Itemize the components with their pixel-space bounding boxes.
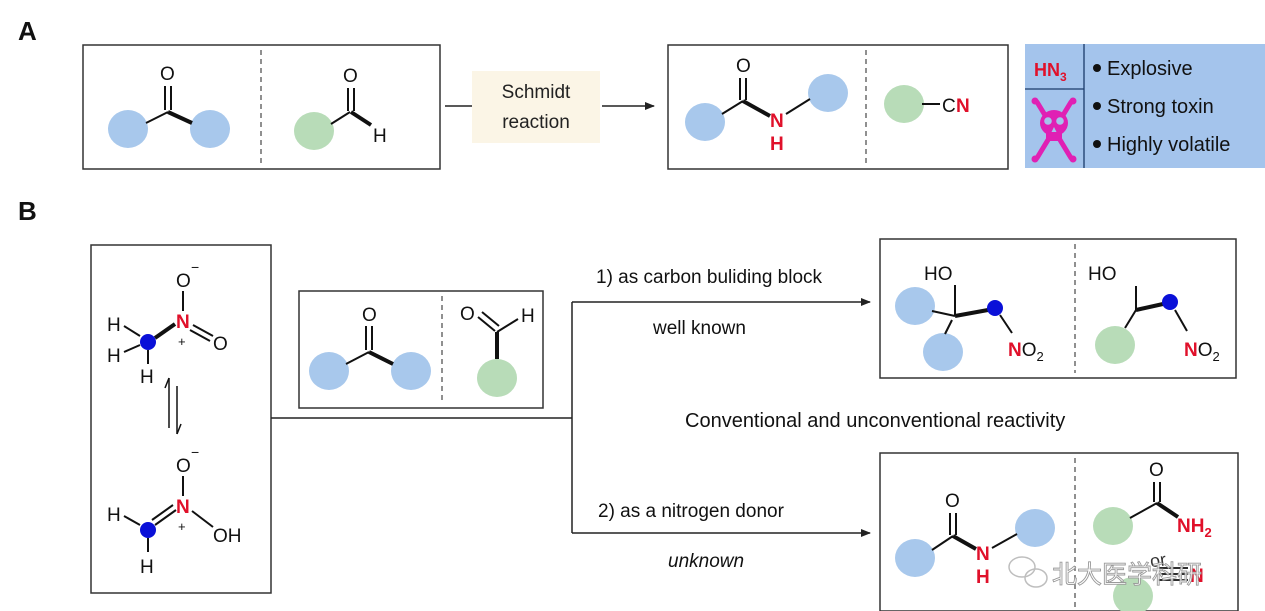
nitro-oxygen-right: O [213,334,228,355]
nd-amide-hydrogen: H [976,567,990,588]
hazard-item-highly-volatile: Highly volatile [1107,134,1230,156]
b-aldehyde-structure: O H [460,304,535,397]
hn3-label: HN3 [1034,60,1067,84]
b-blue-substituent-right [391,352,431,390]
middle-caption: Conventional and unconventional reactivi… [685,410,1065,432]
hazard-item-explosive: Explosive [1107,58,1193,80]
panel-label-a: A [18,16,37,46]
nd-amide-structure: O N H [895,491,1055,588]
nd-primary-oxygen: O [1149,460,1164,481]
b-ketone-oxygen: O [362,305,377,326]
nitro-o-minus-top: O [176,271,191,292]
panel-label-b: B [18,196,37,226]
nd-nitrile-structure: N [1113,566,1204,611]
route1-label: 1) as carbon buliding block [596,267,823,288]
aci-nitro-structure: O − N + OH H H [107,444,242,578]
aldehyde-structure: O H [294,66,387,150]
henry1-hydroxyl: HO [924,264,953,285]
nitromethane-carbon [140,334,156,350]
b-green-substituent [477,359,517,397]
hn3-hazard-panel: HN3 Explosive Strong toxin Highly volati… [1025,44,1265,168]
b-aldehyde-hydrogen: H [521,306,535,327]
ketone-structure: O [108,64,230,148]
henry2-hydroxyl: HO [1088,264,1117,285]
henry2-carbon [1162,294,1178,310]
blue-substituent-amide-right [808,74,848,112]
panel-a-products-box [667,44,1009,170]
nitro-plus-sign: + [178,334,186,349]
henry1-carbon [987,300,1003,316]
blue-substituent-ketone-right [190,110,230,148]
amide-hydrogen: H [770,134,784,155]
b-blue-substituent-left [309,352,349,390]
route2-note: unknown [668,551,744,572]
nitrile-nitrogen: N [956,96,970,117]
aldehyde-oxygen: O [343,66,358,87]
watermark-text: 北大医学科研 [1052,560,1202,589]
aldehyde-hydrogen: H [373,126,387,147]
aci-hydroxyl: OH [213,526,242,547]
equilibrium-arrows [164,377,182,435]
aci-h2: H [140,557,154,578]
ketone-oxygen: O [160,64,175,85]
amide-oxygen: O [736,56,751,77]
henry-blue-substituent-top [895,287,935,325]
nitromethane-h3: H [140,367,154,388]
blue-substituent-amide-left [685,103,725,141]
hazard-item-strong-toxin: Strong toxin [1107,96,1214,118]
nitromethane-h1: H [107,315,121,336]
henry-green-substituent [1095,326,1135,364]
aci-minus-sign: − [191,444,199,460]
wechat-logo-icon [1007,555,1049,589]
henry1-nitro: NO2 [1008,340,1044,364]
nd-amide-oxygen: O [945,491,960,512]
nd-amide-nitrogen: N [976,544,990,565]
aci-o-minus-top: O [176,456,191,477]
henry2-nitro: NO2 [1184,340,1220,364]
amide-nitrogen: N [770,111,784,132]
nitrile-carbon: C [942,96,956,117]
green-substituent-nitrile [884,85,924,123]
tautomer-box [90,244,272,594]
nd-green-substituent-nitrile [1113,577,1153,611]
henry-blue-substituent-bottom [923,333,963,371]
aci-nitrogen: N [176,497,190,518]
nitrile-structure: C N [884,85,970,123]
skull-crossbones-icon [1031,97,1077,163]
aci-plus-sign: + [178,519,186,534]
nd-partial-glyph: or [1149,549,1168,571]
nd-blue-substituent-right [1015,509,1055,547]
route2-label: 2) as a nitrogen donor [598,501,785,522]
nitro-minus-sign: − [191,259,199,275]
nitromethane-structure: O − N + O H H H [107,259,228,388]
blue-substituent-ketone-left [108,110,148,148]
amide-structure: O N H [685,56,848,155]
nd-primary-nh2: NH2 [1177,516,1212,540]
nitrogen-products-box [879,452,1239,611]
condition-line-2: reaction [502,112,570,133]
b-aldehyde-oxygen: O [460,304,475,325]
watermark: 北大医学科研 [1007,555,1202,589]
nd-green-substituent-amide [1093,507,1133,545]
nitromethane-h2: H [107,346,121,367]
henry-products-box [879,238,1237,379]
nd-blue-substituent-left [895,539,935,577]
green-substituent-aldehyde [294,112,334,150]
b-ketone-structure: O [309,305,431,390]
henry-product-ketone: HO NO2 [895,264,1044,371]
nd-primary-amide-structure: O NH2 [1093,460,1212,545]
henry-product-aldehyde: HO NO2 [1088,264,1220,364]
schmidt-condition-box [472,71,600,143]
condition-line-1: Schmidt [502,82,571,103]
nd-nitrile-nitrogen: N [1190,566,1204,587]
panel-a-substrates-box [82,44,441,170]
route1-note: well known [652,318,746,339]
aci-carbon [140,522,156,538]
nitro-nitrogen: N [176,312,190,333]
aci-h1: H [107,505,121,526]
